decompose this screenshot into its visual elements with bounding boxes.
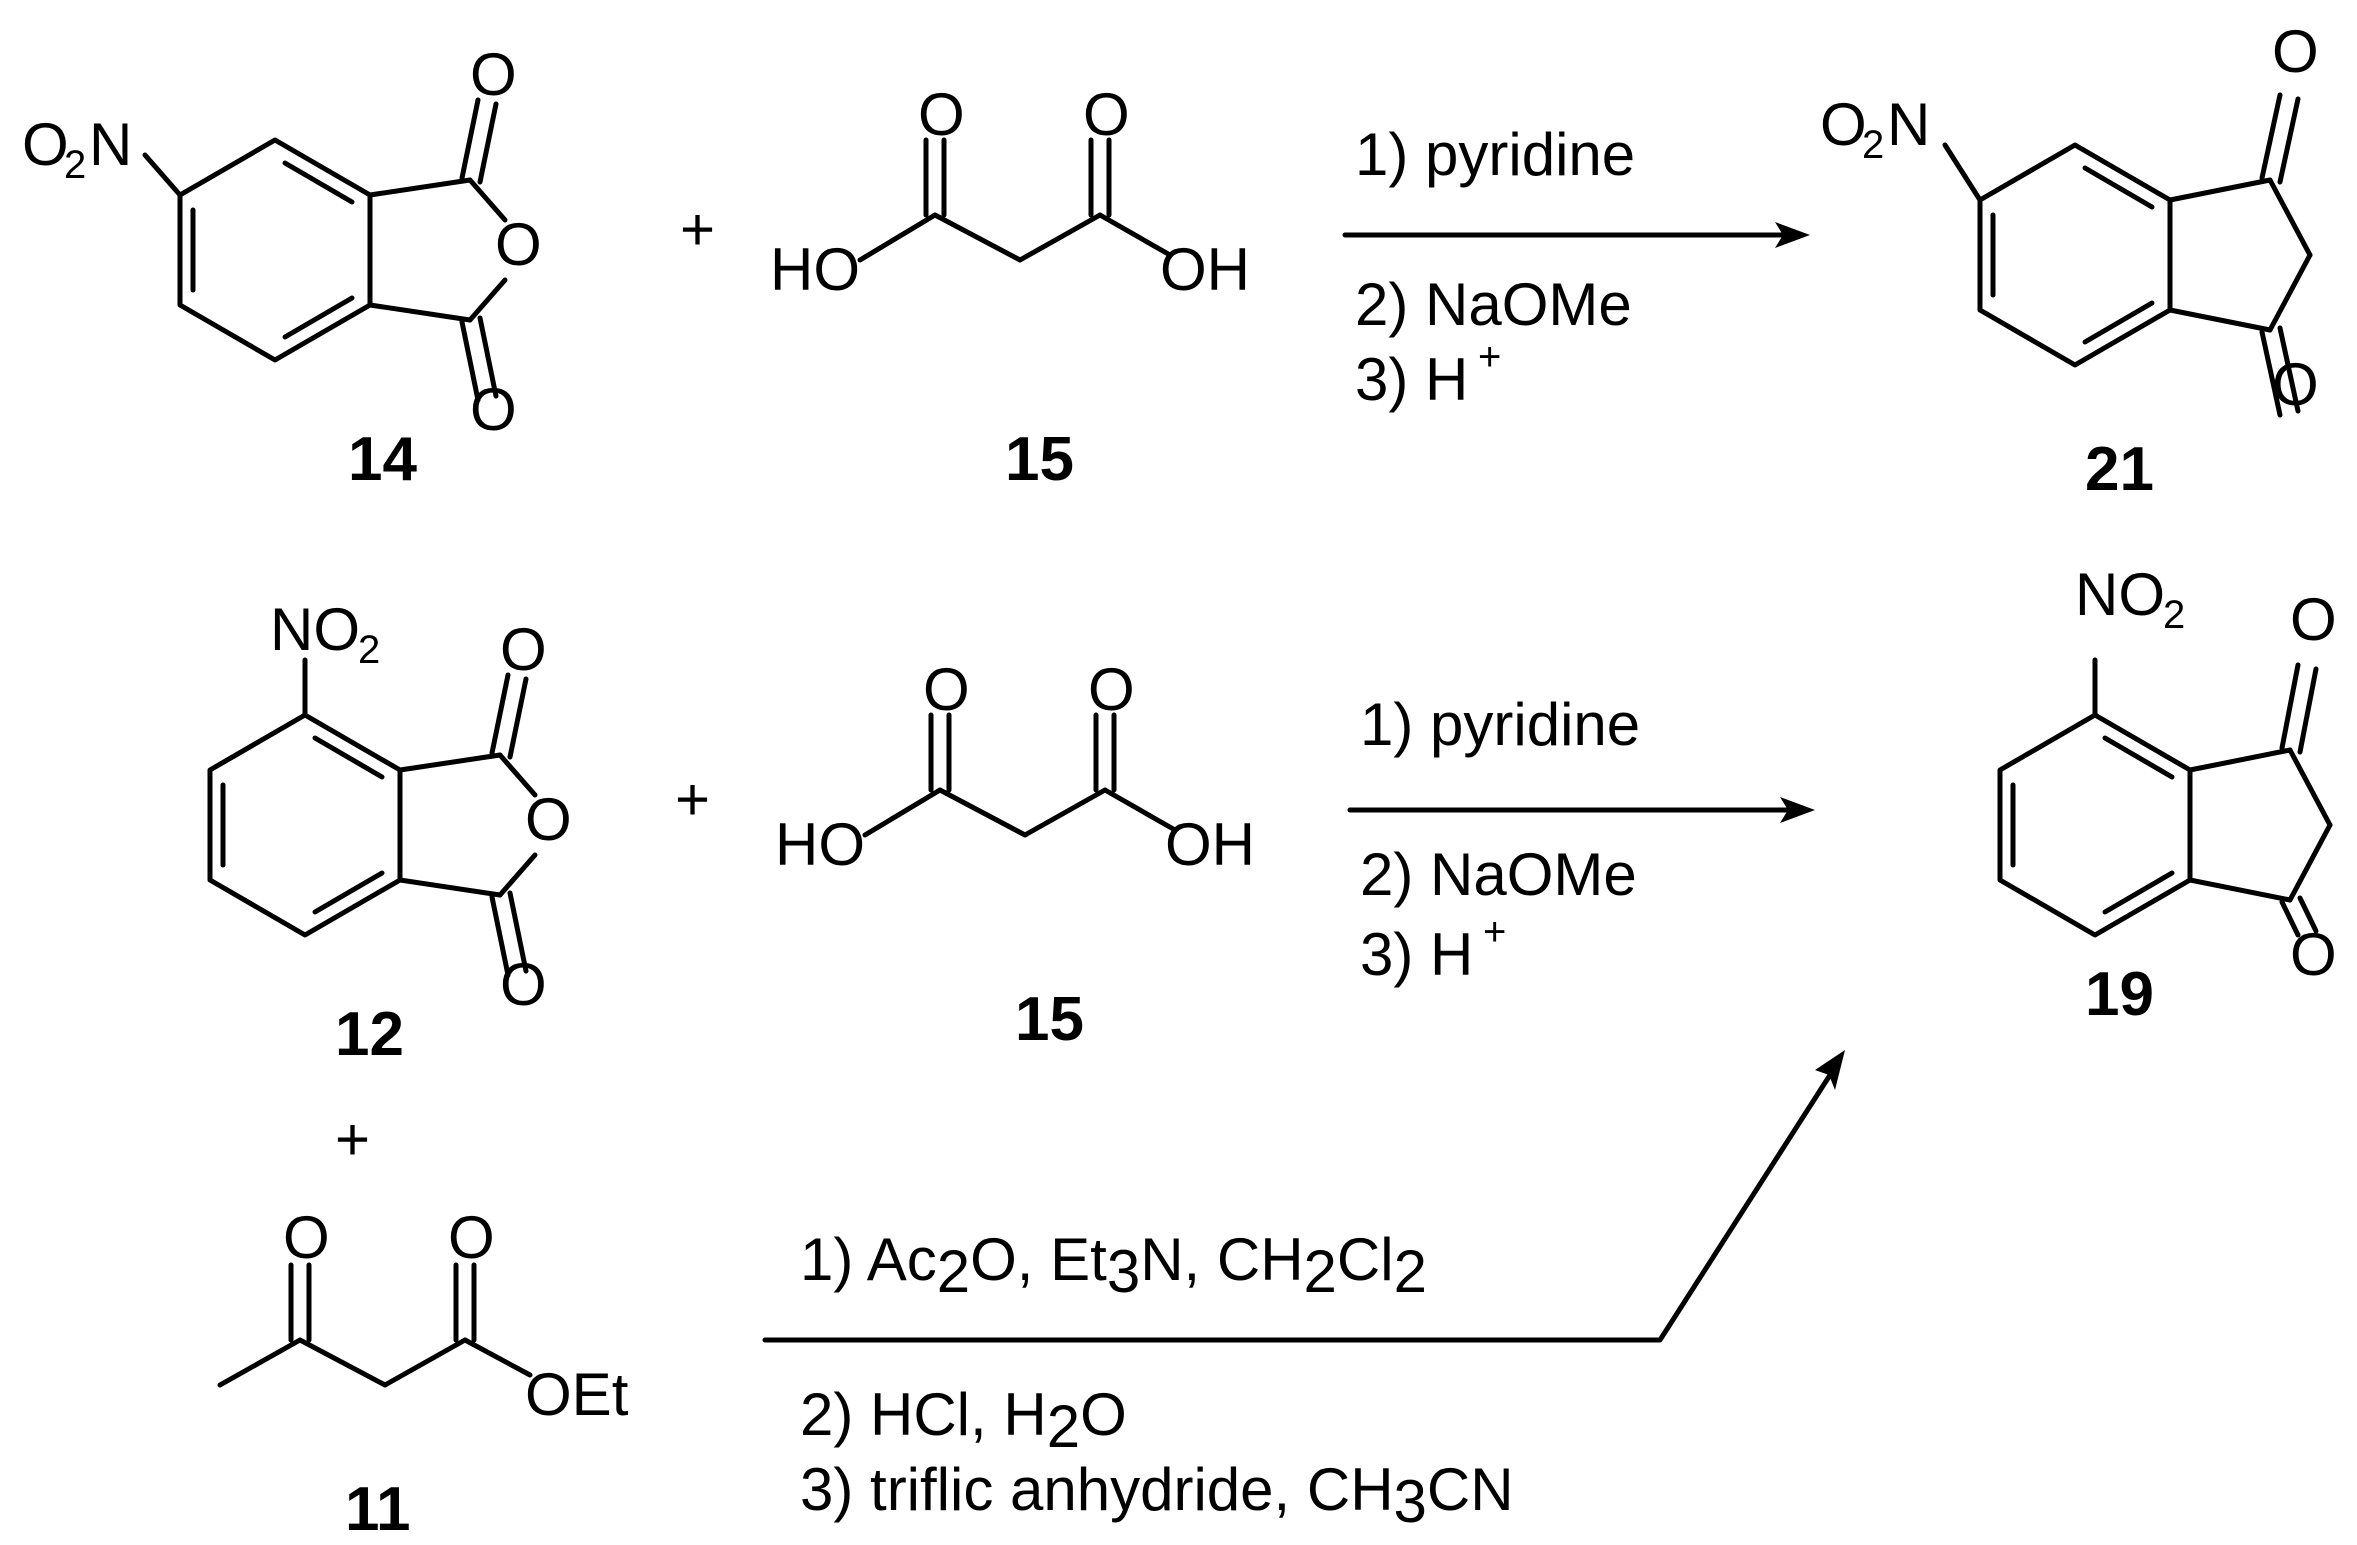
compound-14-ring-o: O [495,211,542,278]
compound-11-oet: OEt [525,1361,629,1428]
compound-21-nitro-subscript: 2 [1862,123,1884,167]
compound-15-carbonyl-o-left-row2: O [923,656,970,723]
compound-15-label-row2: 15 [1015,985,1084,1054]
compound-14-label: 14 [348,425,417,494]
compound-15-oh-row2: OH [1165,811,1255,878]
condition-row1-step2: 2) NaOMe [1355,271,1632,338]
compound-21-nitro-o: O [1820,91,1867,158]
compound-12-nitro-no: NO [270,596,360,663]
compound-12-carbonyl-o-top: O [500,616,547,683]
condition-row2-step3-superscript: + [1483,910,1506,954]
compound-21-carbonyl-o-top: O [2272,18,2319,85]
compound-21-carbonyl-o-bottom: O [2272,351,2319,418]
condition-row1-step3-superscript: + [1478,335,1501,379]
condition-row2-step1: 1) pyridine [1360,691,1640,758]
compound-19-nitro-no: NO [2075,561,2165,628]
compound-11-structure [217,1262,533,1388]
compound-15-ho-row1: HO [770,236,860,303]
compound-19-structure [1997,657,2333,938]
condition-row3-step1: 1) Ac2O, Et3N, CH2Cl2 [800,1226,1427,1305]
compound-11-carbonyl-o-right: O [448,1204,495,1271]
compound-11-label: 11 [345,1475,411,1544]
compound-19-carbonyl-o-bottom: O [2290,921,2337,988]
compound-15-carbonyl-o-right-row2: O [1088,656,1135,723]
condition-row1-step1: 1) pyridine [1355,121,1635,188]
compound-15-carbonyl-o-right-row1: O [1083,81,1130,148]
compound-19-label: 19 [2085,960,2154,1029]
compound-12-structure [207,657,538,978]
condition-row2-step2: 2) NaOMe [1360,841,1637,908]
compound-14-carbonyl-o-bottom: O [470,376,517,443]
compound-21-structure [1942,92,2313,418]
compound-14-structure [142,97,508,403]
plus-sign-row3: + [335,1106,370,1173]
compound-14-nitro-o: O [22,111,69,178]
plus-sign-row2: + [675,766,710,833]
compound-12-nitro-subscript: 2 [358,628,380,672]
compound-15-structure-row2 [862,712,1178,838]
reaction-arrow-row3 [762,1072,1833,1343]
compound-14-nitro-n: N [89,111,132,178]
condition-row3-step3: 3) triflic anhydride, CH3CN [800,1456,1514,1535]
compound-19-nitro-subscript: 2 [2163,593,2185,637]
condition-row3-step2: 2) HCl, H2O [800,1381,1127,1460]
compound-12-ring-o: O [525,786,572,853]
condition-row1-step3: 3) H [1355,346,1468,413]
compound-14-carbonyl-o-top: O [470,41,517,108]
compound-12-label: 12 [335,1000,404,1069]
compound-11-carbonyl-o-left: O [283,1204,330,1271]
compound-15-oh-row1: OH [1160,236,1250,303]
condition-row2-step3: 3) H [1360,921,1473,988]
plus-sign-row1: + [680,196,715,263]
arrow-head-row2 [1780,797,1815,823]
compound-15-carbonyl-o-left-row1: O [918,81,965,148]
compound-15-ho-row2: HO [775,811,865,878]
compound-15-label-row1: 15 [1005,425,1074,494]
arrow-head-row1 [1775,222,1810,248]
compound-21-label: 21 [2085,435,2154,504]
arrow-head-row3 [1815,1050,1845,1090]
compound-19-carbonyl-o-top: O [2290,586,2337,653]
compound-12-carbonyl-o-bottom: O [500,951,547,1018]
compound-15-structure-row1 [857,137,1173,263]
compound-14-nitro-subscript: 2 [64,143,86,187]
compound-21-nitro-n: N [1887,91,1930,158]
